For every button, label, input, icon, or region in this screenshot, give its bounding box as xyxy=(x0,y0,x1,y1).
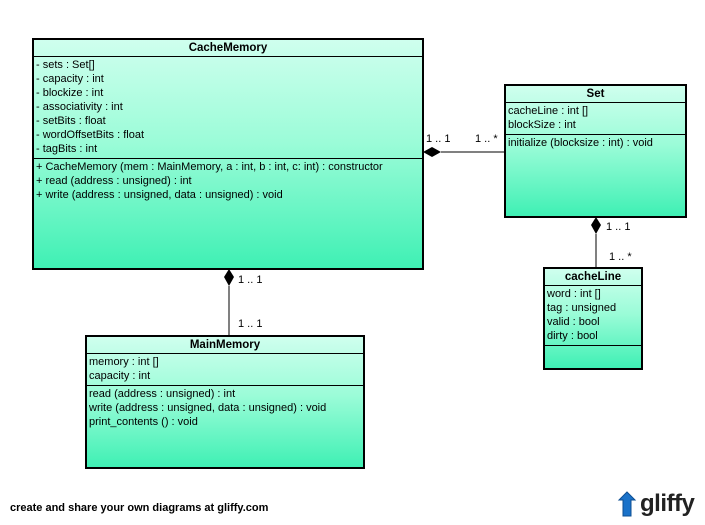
footer-text[interactable]: create and share your own diagrams at gl… xyxy=(10,502,269,514)
attribute-section: cacheLine : int [] blockSize : int xyxy=(506,103,685,135)
attribute: - setBits : float xyxy=(36,115,106,127)
method: initialize (blocksize : int) : void xyxy=(508,137,653,149)
class-name: Set xyxy=(506,86,685,103)
class-name: cacheLine xyxy=(545,269,641,286)
method-section: + CacheMemory (mem : MainMemory, a : int… xyxy=(34,159,422,204)
class-set[interactable]: Set cacheLine : int [] blockSize : int i… xyxy=(504,84,687,218)
attribute-section: memory : int [] capacity : int xyxy=(87,354,363,386)
attribute: - tagBits : int xyxy=(36,143,98,155)
method: + read (address : unsigned) : int xyxy=(36,175,192,187)
method: + write (address : unsigned, data : unsi… xyxy=(36,189,283,201)
gliffy-logo-icon[interactable] xyxy=(613,488,701,520)
class-cache-line[interactable]: cacheLine word : int [] tag : unsigned v… xyxy=(543,267,643,370)
multiplicity-label: 1 .. * xyxy=(609,251,632,263)
attribute-section: - sets : Set[] - capacity : int - blocki… xyxy=(34,57,422,159)
composition-diamond-cache-set xyxy=(423,147,441,157)
multiplicity-label: 1 .. 1 xyxy=(606,221,631,233)
class-cache-memory[interactable]: CacheMemory - sets : Set[] - capacity : … xyxy=(32,38,424,270)
composition-diamond-set-cacheline xyxy=(591,217,601,234)
method-section: initialize (blocksize : int) : void xyxy=(506,135,685,152)
class-main-memory[interactable]: MainMemory memory : int [] capacity : in… xyxy=(85,335,365,469)
multiplicity-label: 1 .. 1 xyxy=(426,133,451,145)
attribute: word : int [] xyxy=(547,288,601,300)
attribute: - associativity : int xyxy=(36,101,123,113)
method: read (address : unsigned) : int xyxy=(89,388,236,400)
attribute: capacity : int xyxy=(89,370,151,382)
logo-wordmark: gliffy xyxy=(640,490,695,517)
class-name: CacheMemory xyxy=(34,40,422,57)
attribute: blockSize : int xyxy=(508,119,576,131)
method-section xyxy=(545,346,641,349)
attribute: - capacity : int xyxy=(36,73,104,85)
method: write (address : unsigned, data : unsign… xyxy=(89,402,327,414)
method: print_contents () : void xyxy=(89,416,198,428)
composition-diamond-cache-main xyxy=(224,269,234,286)
method-section: read (address : unsigned) : int write (a… xyxy=(87,386,363,431)
attribute: cacheLine : int [] xyxy=(508,105,589,117)
attribute: - blockize : int xyxy=(36,87,104,99)
attribute: tag : unsigned xyxy=(547,302,617,314)
class-name: MainMemory xyxy=(87,337,363,354)
multiplicity-label: 1 .. * xyxy=(475,133,498,145)
multiplicity-label: 1 .. 1 xyxy=(238,274,263,286)
attribute: dirty : bool xyxy=(547,330,598,342)
attribute-section: word : int [] tag : unsigned valid : boo… xyxy=(545,286,641,346)
attribute: valid : bool xyxy=(547,316,600,328)
method: + CacheMemory (mem : MainMemory, a : int… xyxy=(36,161,383,173)
attribute: memory : int [] xyxy=(89,356,159,368)
attribute: - wordOffsetBits : float xyxy=(36,129,145,141)
multiplicity-label: 1 .. 1 xyxy=(238,318,263,330)
attribute: - sets : Set[] xyxy=(36,59,95,71)
